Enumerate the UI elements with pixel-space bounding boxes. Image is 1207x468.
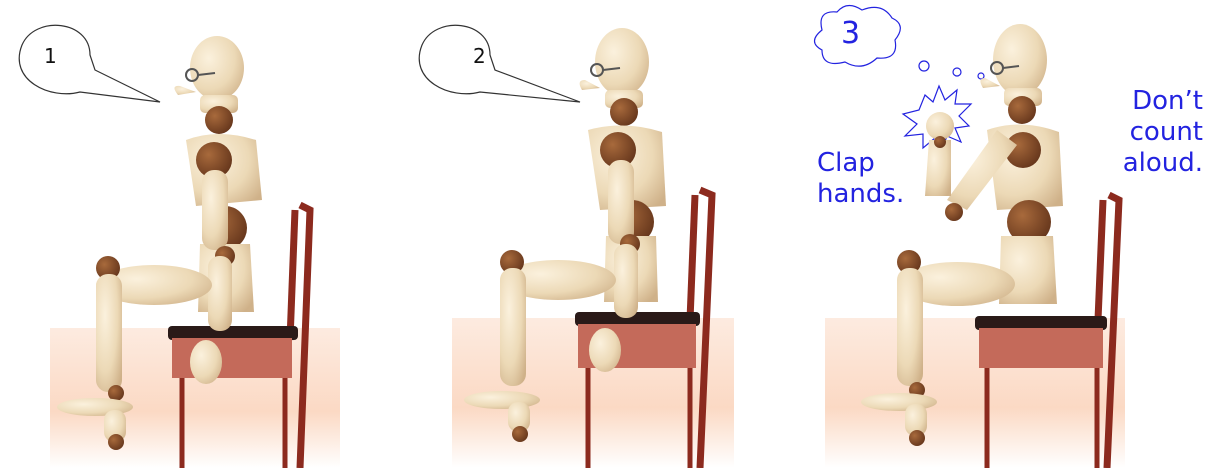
caption-clap-line-2: hands. bbox=[817, 179, 904, 210]
step-number-2: 2 bbox=[473, 44, 486, 68]
step-number-1: 1 bbox=[44, 44, 57, 68]
caption-dont-count-aloud: Don’t count aloud. bbox=[1117, 86, 1203, 179]
mannequin-figure-2 bbox=[400, 0, 800, 468]
mannequin-figure-1 bbox=[0, 0, 400, 468]
caption-count-line-2: count bbox=[1117, 117, 1203, 148]
caption-clap-line-1: Clap bbox=[817, 148, 904, 179]
panel-2: 2 bbox=[400, 0, 800, 468]
step-number-3: 3 bbox=[841, 16, 860, 51]
mannequin-figure-3 bbox=[807, 0, 1207, 468]
panel-3: 3 Clap hands. Don’t count aloud. bbox=[807, 0, 1207, 468]
caption-count-line-3: aloud. bbox=[1117, 148, 1203, 179]
panel-1: 1 bbox=[0, 0, 400, 468]
caption-clap-hands: Clap hands. bbox=[817, 148, 904, 210]
caption-count-line-1: Don’t bbox=[1117, 86, 1203, 117]
